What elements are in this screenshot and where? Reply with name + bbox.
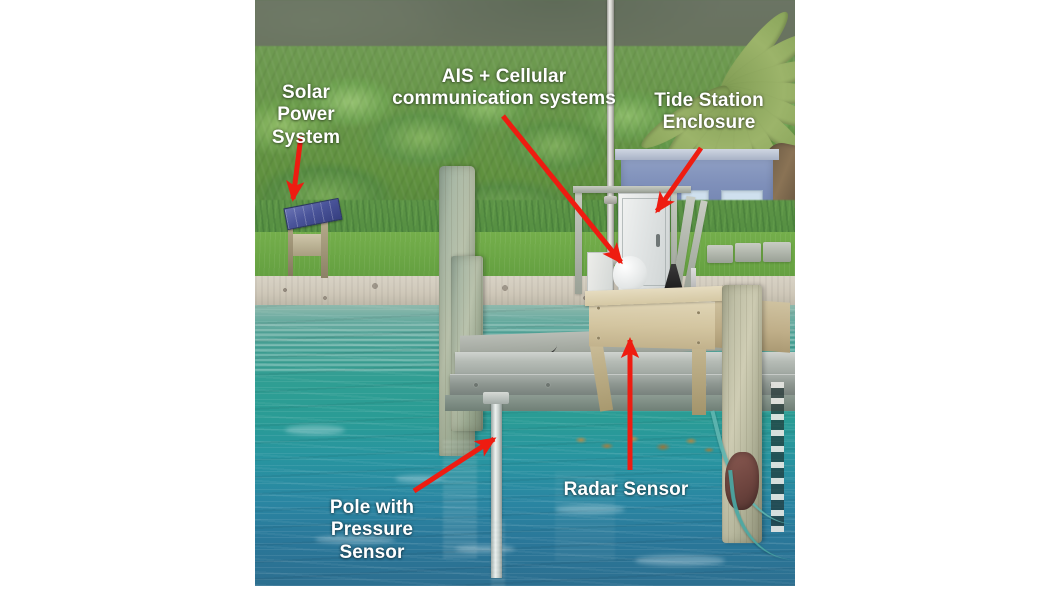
mast-collar	[604, 196, 617, 204]
jetty-ladder	[771, 382, 784, 532]
rail-post-c	[671, 188, 677, 288]
pressure-sensor-pole	[491, 398, 502, 578]
secondary-enclosure	[587, 252, 613, 292]
rail-top-rail	[573, 186, 691, 193]
short-post	[691, 268, 696, 290]
reflection-pole	[491, 520, 505, 586]
seawall-block-a	[707, 245, 733, 263]
reflection-structure	[555, 470, 615, 560]
seawall-block-c	[763, 242, 791, 262]
pier-lower-beam	[445, 395, 795, 411]
seawall-block-b	[735, 243, 761, 262]
communications-mast	[607, 0, 614, 290]
annotated-photo	[255, 0, 795, 586]
reflection-piling-left	[443, 440, 477, 558]
pressure-sensor-bracket	[483, 392, 509, 404]
antenna-dome	[613, 256, 647, 290]
seaweed-growth	[567, 432, 717, 460]
mooring-buoy	[725, 452, 759, 510]
rail-post-a	[575, 186, 582, 294]
